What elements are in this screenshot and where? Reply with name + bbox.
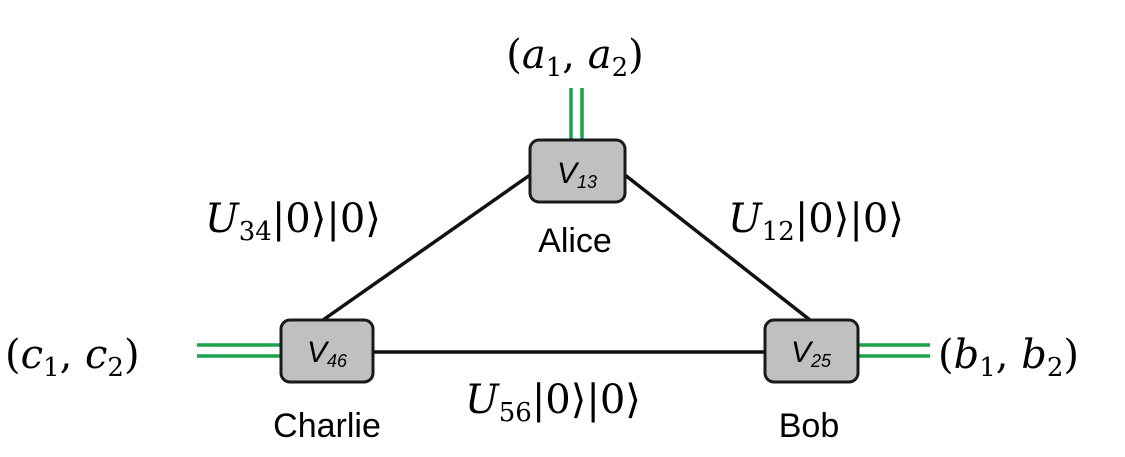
charlie-output-label: (c1, c2) bbox=[5, 332, 140, 383]
alice-name: Alice bbox=[538, 222, 612, 260]
alice-node: V13 bbox=[528, 138, 627, 204]
edge-alice-charlie bbox=[321, 173, 532, 322]
charlie-node: V46 bbox=[279, 318, 375, 384]
bob-name: Bob bbox=[779, 407, 840, 445]
alice-output-wire bbox=[569, 88, 584, 140]
charlie-name: Charlie bbox=[273, 407, 381, 445]
bob-output-label: (b1, b2) bbox=[938, 332, 1079, 383]
bob-output-wire bbox=[858, 343, 930, 358]
charlie-operator-label: V46 bbox=[307, 336, 348, 371]
edge-label-alice-bob: U12|0⟩|0⟩ bbox=[728, 196, 904, 247]
edge-label-alice-charlie: U34|0⟩|0⟩ bbox=[205, 196, 381, 247]
bob-node: V25 bbox=[763, 318, 860, 384]
alice-operator-label: V13 bbox=[557, 157, 597, 192]
edge-alice-bob bbox=[623, 173, 812, 322]
edge-label-charlie-bob: U56|0⟩|0⟩ bbox=[465, 377, 641, 428]
bob-operator-label: V25 bbox=[791, 336, 832, 371]
alice-output-label: (a1, a2) bbox=[506, 32, 643, 83]
charlie-output-wire bbox=[197, 343, 283, 358]
